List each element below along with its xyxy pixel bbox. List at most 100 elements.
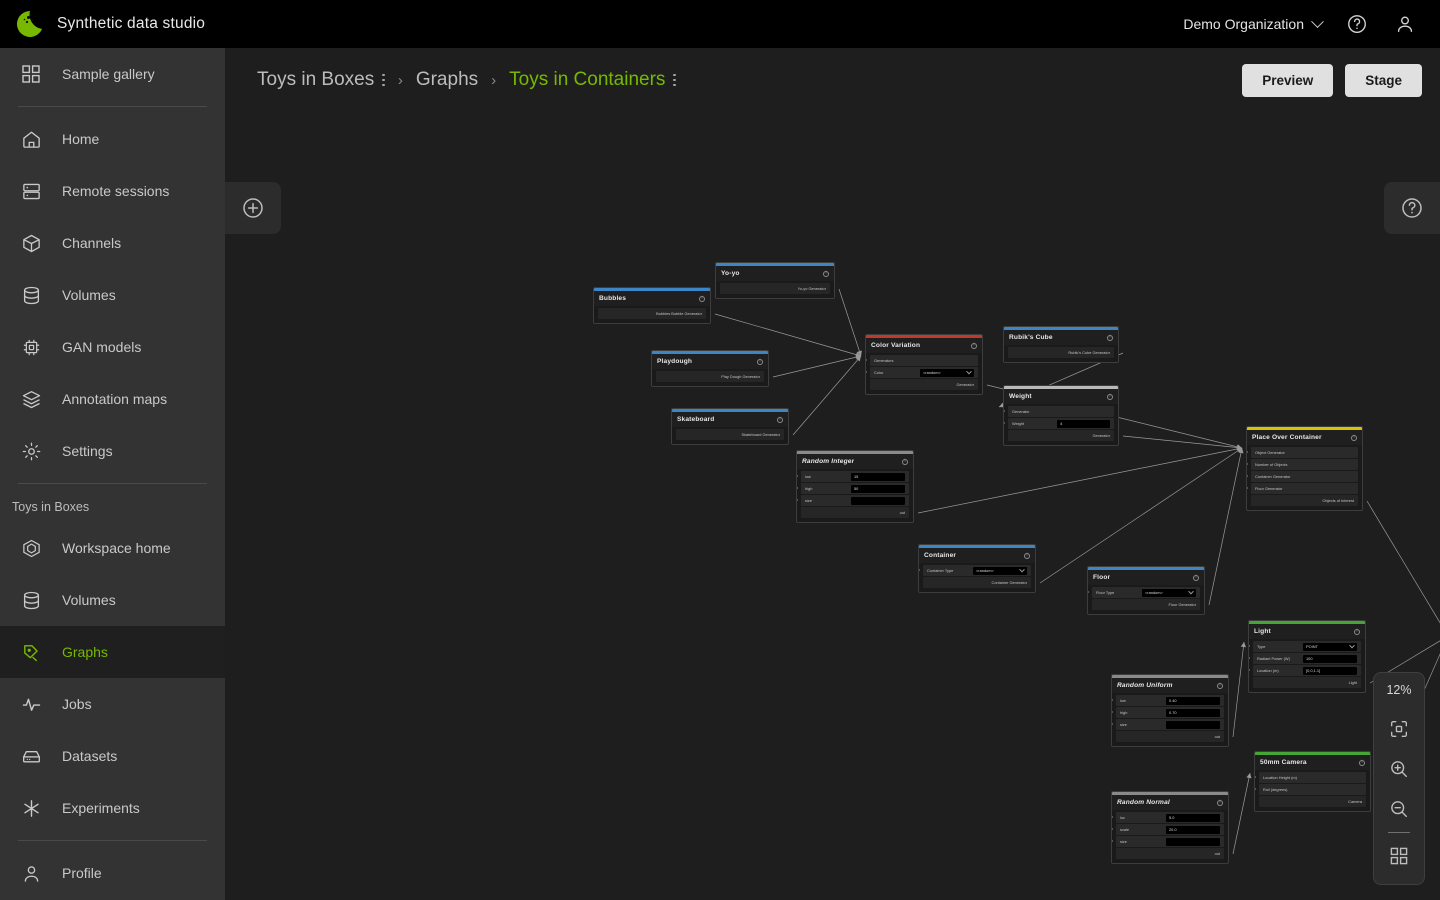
- node-output-row[interactable]: Play Dough Generator: [656, 371, 764, 382]
- node-field-input[interactable]: 5.0: [1166, 813, 1220, 822]
- node-field-input[interactable]: 0.70: [1166, 708, 1220, 717]
- node-output-row[interactable]: out: [1116, 731, 1224, 742]
- node-field-row[interactable]: size: [1112, 836, 1224, 847]
- sidebar-item-sample-gallery[interactable]: Sample gallery: [0, 48, 225, 100]
- node-input-row[interactable]: Floor Generator: [1247, 483, 1358, 494]
- user-account-icon[interactable]: [1392, 11, 1418, 37]
- breadcrumb-item-1[interactable]: Graphs: [416, 69, 478, 91]
- input-port[interactable]: [1249, 655, 1250, 661]
- sidebar-item-gan-models[interactable]: GAN models: [0, 321, 225, 373]
- node-field-input[interactable]: 15: [851, 472, 905, 481]
- node-info-icon[interactable]: i: [1217, 799, 1223, 806]
- brand[interactable]: Synthetic data studio: [0, 9, 205, 39]
- node-info-icon[interactable]: i: [971, 342, 977, 349]
- node-input-row[interactable]: Generator: [1004, 406, 1114, 417]
- breadcrumb-kebab-menu-2[interactable]: [673, 73, 677, 87]
- output-port[interactable]: [1228, 733, 1229, 739]
- output-port[interactable]: [788, 431, 789, 437]
- zoom-out-button[interactable]: [1379, 789, 1419, 829]
- node-output-row[interactable]: Container Generator: [923, 577, 1031, 588]
- output-port[interactable]: [1035, 579, 1036, 585]
- output-port[interactable]: [1118, 432, 1119, 438]
- preview-button[interactable]: Preview: [1242, 63, 1334, 97]
- node-info-icon[interactable]: i: [1024, 552, 1030, 559]
- input-port[interactable]: [1255, 786, 1256, 792]
- node-field-input[interactable]: [851, 496, 905, 505]
- sidebar-item-settings[interactable]: Settings: [0, 425, 225, 477]
- node-input-row[interactable]: Roll (degrees): [1255, 784, 1366, 795]
- node-field-input[interactable]: [1166, 837, 1220, 846]
- node-input-row[interactable]: Generators: [866, 355, 978, 366]
- input-port[interactable]: [1112, 826, 1113, 832]
- input-port[interactable]: [1247, 485, 1248, 491]
- node-output-row[interactable]: Light: [1253, 677, 1361, 688]
- breadcrumb-item-0[interactable]: Toys in Boxes: [257, 69, 385, 91]
- node-info-icon[interactable]: i: [699, 295, 705, 302]
- node-info-icon[interactable]: i: [823, 270, 829, 277]
- node-output-row[interactable]: Bubbles Bubble Generator: [598, 308, 706, 319]
- organization-selector[interactable]: Demo Organization: [1183, 14, 1324, 32]
- output-port[interactable]: [768, 373, 769, 379]
- node-field-row[interactable]: size: [1112, 719, 1224, 730]
- sidebar-item-profile[interactable]: Profile: [0, 847, 225, 899]
- zoom-in-button[interactable]: [1379, 749, 1419, 789]
- node-input-row[interactable]: Container Generator: [1247, 471, 1358, 482]
- node-info-icon[interactable]: i: [1107, 393, 1113, 400]
- output-port[interactable]: [834, 285, 835, 291]
- output-port[interactable]: [710, 310, 711, 316]
- input-port[interactable]: [1112, 697, 1113, 703]
- breadcrumb-item-2[interactable]: Toys in Containers: [509, 69, 677, 91]
- breadcrumb-label[interactable]: Graphs: [415, 69, 479, 90]
- node-info-icon[interactable]: i: [757, 358, 763, 365]
- node-input-row[interactable]: Object Generator: [1247, 447, 1358, 458]
- node-info-icon[interactable]: i: [1351, 434, 1357, 441]
- sidebar-item-datasets[interactable]: Datasets: [0, 730, 225, 782]
- input-port[interactable]: [1255, 774, 1256, 780]
- breadcrumb-kebab-menu-0[interactable]: [382, 73, 385, 87]
- node-field-input[interactable]: 20.0: [1166, 825, 1220, 834]
- input-port[interactable]: [1112, 721, 1113, 727]
- node-field-input[interactable]: 50: [851, 484, 905, 493]
- output-port[interactable]: [1362, 497, 1363, 503]
- stage-button[interactable]: Stage: [1345, 63, 1422, 97]
- node-output-row[interactable]: Yo-yo Generator: [720, 283, 830, 294]
- node-output-row[interactable]: out: [1116, 848, 1224, 859]
- node-input-row[interactable]: Location Height (m): [1255, 772, 1366, 783]
- input-port[interactable]: [1088, 589, 1089, 595]
- node-info-icon[interactable]: i: [1359, 759, 1365, 766]
- node-field-row[interactable]: Container Type<random>: [919, 565, 1031, 576]
- input-port[interactable]: [1112, 814, 1113, 820]
- input-port[interactable]: [1112, 838, 1113, 844]
- help-circle-icon[interactable]: [1344, 11, 1370, 37]
- node-field-input[interactable]: 100: [1303, 654, 1357, 663]
- node-info-icon[interactable]: i: [1193, 574, 1199, 581]
- input-port[interactable]: [1112, 709, 1113, 715]
- node-field-select[interactable]: <random>: [1142, 588, 1196, 597]
- node-field-input[interactable]: 0.40: [1166, 696, 1220, 705]
- node-info-icon[interactable]: i: [1217, 682, 1223, 689]
- sidebar-item-workspace-volumes[interactable]: Volumes: [0, 574, 225, 626]
- node-output-row[interactable]: Floor Generator: [1092, 599, 1200, 610]
- input-port[interactable]: [919, 567, 920, 573]
- node-output-row[interactable]: Generator: [1008, 430, 1114, 441]
- node-output-row[interactable]: Generator: [870, 379, 978, 390]
- node-field-input[interactable]: 4: [1057, 419, 1110, 428]
